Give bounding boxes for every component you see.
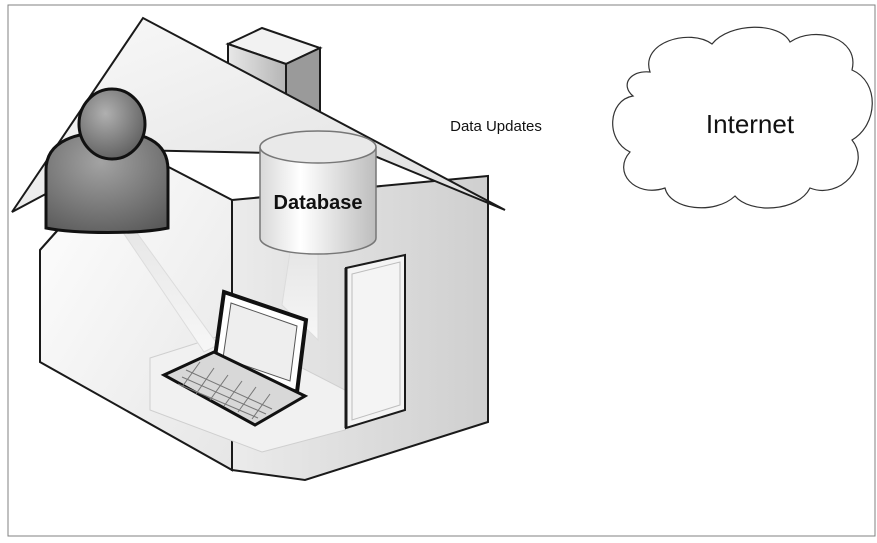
internet-label: Internet <box>706 109 795 139</box>
data-updates-label: Data Updates <box>450 118 542 135</box>
database-cylinder-icon: Database <box>259 130 377 255</box>
user-icon <box>44 87 170 234</box>
cloud-icon: Internet <box>612 26 873 209</box>
house-icon <box>11 16 506 482</box>
database-label: Database <box>274 192 363 214</box>
door <box>344 253 406 430</box>
laptop-icon <box>160 289 309 427</box>
laptop-keyboard <box>177 361 273 420</box>
